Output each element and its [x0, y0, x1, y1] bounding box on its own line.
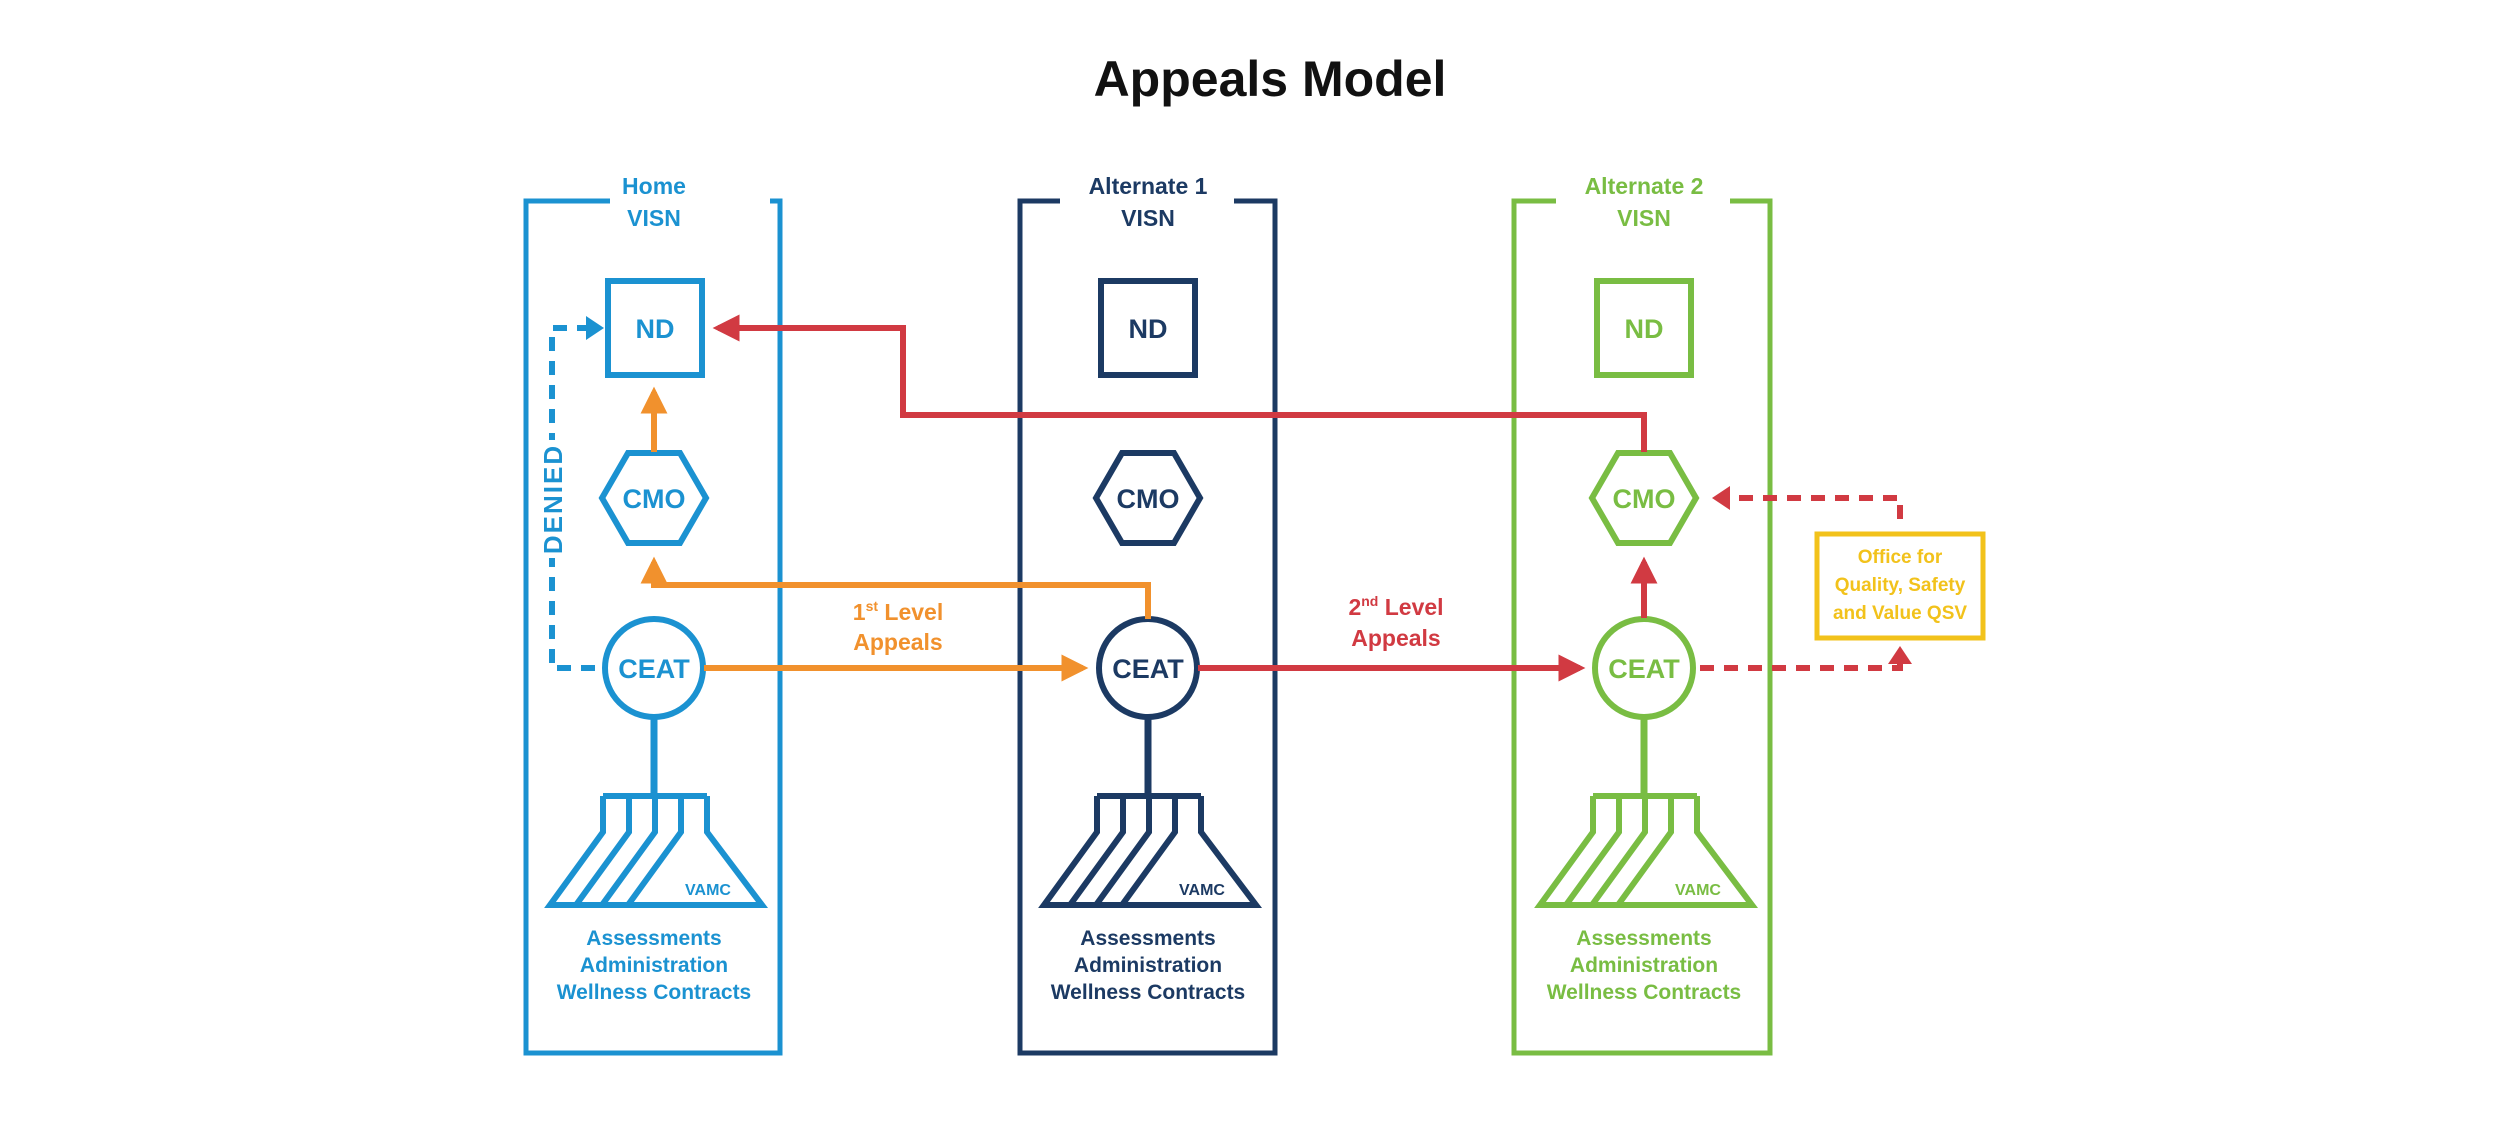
vamc-label: VAMC — [1675, 882, 1721, 899]
office-qsv-box: Office for Quality, Safety and Value QSV — [1814, 531, 1986, 641]
footer-line: Administration — [1074, 954, 1222, 977]
column-frame — [1511, 198, 1773, 1056]
column-heading-sub: VISN — [1121, 205, 1175, 231]
column-heading: Alternate 1 — [1089, 173, 1208, 199]
qsv-to-cmo-arrowhead — [1712, 486, 1730, 510]
footer-line: Wellness Contracts — [1547, 981, 1742, 1004]
first-level-return-arrow — [640, 556, 1151, 619]
office-qsv-line: Office for — [1858, 547, 1943, 568]
footer-line: Administration — [580, 954, 728, 977]
first-level-ordinal: 1 — [853, 599, 866, 625]
first-level-appeals-label: 1st Level — [853, 598, 943, 625]
cmo-hexagon — [598, 450, 710, 546]
cmo-hexagon — [1588, 450, 1700, 546]
cmo-label: CMO — [1613, 484, 1676, 514]
column-alternate-1-visn: Alternate 1 VISN ND CMO CEAT VAMC Assess… — [1017, 173, 1278, 1056]
vamc-facilities-icon — [1038, 793, 1263, 908]
cmo-label: CMO — [1117, 484, 1180, 514]
column-heading-sub: VISN — [627, 205, 681, 231]
ceat-circle — [1592, 616, 1696, 720]
second-level-decision-arrow — [712, 314, 1647, 452]
nd-label: ND — [636, 314, 675, 344]
second-level-appeals-label-line2: Appeals — [1351, 625, 1440, 651]
nd-box — [605, 278, 705, 378]
ceat-circle — [602, 616, 706, 720]
nd-box — [1098, 278, 1198, 378]
nd-label: ND — [1625, 314, 1664, 344]
vamc-label: VAMC — [1179, 882, 1225, 899]
qsv-to-cmo-dotted-arrow — [1728, 495, 1903, 519]
vamc-facilities-icon — [1534, 793, 1759, 908]
first-level-word: Level — [878, 599, 943, 625]
first-level-ordinal-suffix: st — [866, 598, 879, 614]
denied-label: DENIED — [538, 444, 568, 554]
column-heading: Alternate 2 — [1585, 173, 1704, 199]
nd-box — [1594, 278, 1694, 378]
column-home-visn: Home VISN ND CMO CEAT VAMC Assessments A… — [523, 173, 783, 1056]
office-qsv-line: and Value QSV — [1833, 603, 1967, 624]
denied-arrowhead — [586, 316, 604, 340]
footer-line: Wellness Contracts — [557, 981, 752, 1004]
column-alternate-2-visn: Alternate 2 VISN ND CMO CEAT VAMC Assess… — [1511, 173, 1773, 1056]
nd-label: ND — [1129, 314, 1168, 344]
ceat-label: CEAT — [618, 654, 690, 684]
vamc-facilities-icon — [544, 793, 769, 908]
cmo-hexagon — [1092, 450, 1204, 546]
ceat-to-qsv-arrowhead — [1888, 646, 1912, 664]
first-level-appeals-label-line2: Appeals — [853, 629, 942, 655]
second-level-word: Level — [1378, 594, 1443, 620]
cmo-label: CMO — [623, 484, 686, 514]
column-heading-sub: VISN — [1617, 205, 1671, 231]
column-heading: Home — [622, 173, 686, 199]
second-level-ordinal: 2 — [1348, 594, 1361, 620]
page-title: Appeals Model — [1094, 51, 1447, 107]
second-level-appeals-label: 2nd Level — [1348, 593, 1443, 620]
office-qsv-line: Quality, Safety — [1835, 575, 1966, 596]
ceat-to-qsv-dotted-arrow — [1700, 660, 1903, 671]
footer-line: Assessments — [586, 927, 721, 950]
second-level-ordinal-suffix: nd — [1361, 593, 1378, 609]
vamc-label: VAMC — [685, 882, 731, 899]
footer-line: Wellness Contracts — [1051, 981, 1246, 1004]
ceat-label: CEAT — [1608, 654, 1680, 684]
footer-line: Assessments — [1576, 927, 1711, 950]
footer-line: Administration — [1570, 954, 1718, 977]
ceat-label: CEAT — [1112, 654, 1184, 684]
column-frame — [1017, 198, 1278, 1056]
footer-line: Assessments — [1080, 927, 1215, 950]
